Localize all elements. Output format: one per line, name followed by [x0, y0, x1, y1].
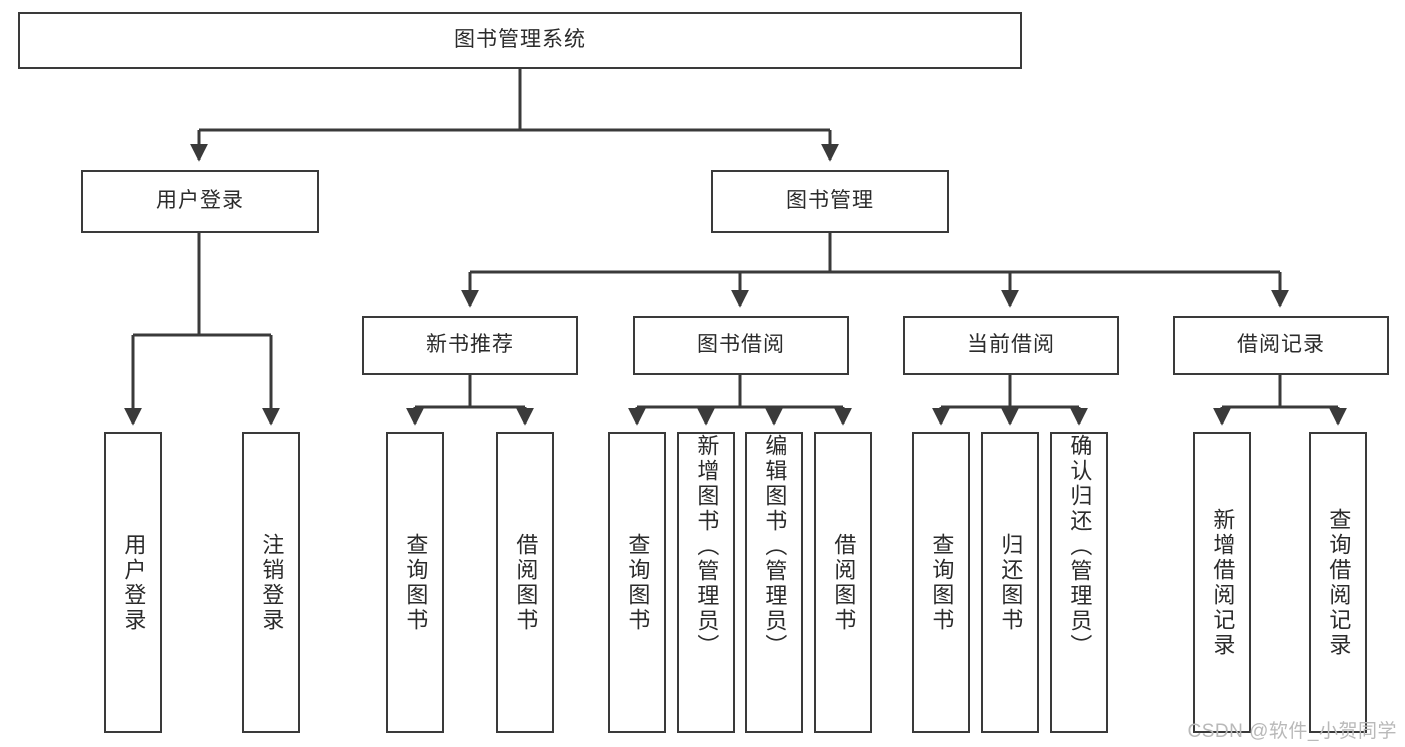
leaf-return-book-label: 归还图书: [998, 532, 1024, 633]
node-root-label: 图书管理系统: [454, 28, 586, 52]
node-new-book-recommend-label: 新书推荐: [426, 333, 514, 357]
node-current-borrow-label: 当前借阅: [967, 333, 1055, 357]
leaf-query-book-recommend[interactable]: 查询图书: [386, 432, 444, 733]
leaf-query-book-borrow[interactable]: 查询图书: [608, 432, 666, 733]
node-borrow-record[interactable]: 借阅记录: [1173, 316, 1389, 375]
node-book-borrow-label: 图书借阅: [697, 333, 785, 357]
leaf-query-book-borrow-label: 查询图书: [625, 532, 651, 633]
leaf-query-book-current[interactable]: 查询图书: [912, 432, 970, 733]
leaf-add-book-admin-label: 新增图书（管理员）: [694, 434, 720, 659]
watermark: CSDN @软件_小贺同学: [1187, 721, 1397, 742]
leaf-borrow-book-recommend-label: 借阅图书: [513, 532, 539, 633]
leaf-confirm-return-admin-label: 确认归还（管理员）: [1067, 434, 1093, 659]
leaf-edit-book-admin[interactable]: 编辑图书（管理员）: [745, 432, 803, 733]
leaf-edit-book-admin-label: 编辑图书（管理员）: [762, 434, 788, 659]
leaf-confirm-return-admin[interactable]: 确认归还（管理员）: [1050, 432, 1108, 733]
leaf-user-login[interactable]: 用户登录: [104, 432, 162, 733]
node-user-login[interactable]: 用户登录: [81, 170, 319, 233]
leaf-query-book-current-label: 查询图书: [929, 532, 955, 633]
node-book-management-label: 图书管理: [786, 189, 874, 213]
leaf-borrow-book[interactable]: 借阅图书: [814, 432, 872, 733]
leaf-user-login-label: 用户登录: [121, 532, 147, 633]
leaf-add-borrow-record-label: 新增借阅记录: [1210, 507, 1236, 658]
node-current-borrow[interactable]: 当前借阅: [903, 316, 1119, 375]
leaf-query-borrow-record-label: 查询借阅记录: [1326, 507, 1352, 658]
leaf-return-book[interactable]: 归还图书: [981, 432, 1039, 733]
node-new-book-recommend[interactable]: 新书推荐: [362, 316, 578, 375]
leaf-add-book-admin[interactable]: 新增图书（管理员）: [677, 432, 735, 733]
node-book-management[interactable]: 图书管理: [711, 170, 949, 233]
leaf-logout[interactable]: 注销登录: [242, 432, 300, 733]
node-root[interactable]: 图书管理系统: [18, 12, 1022, 69]
leaf-borrow-book-recommend[interactable]: 借阅图书: [496, 432, 554, 733]
leaf-query-book-recommend-label: 查询图书: [403, 532, 429, 633]
node-user-login-label: 用户登录: [156, 189, 244, 213]
node-borrow-record-label: 借阅记录: [1237, 333, 1325, 357]
leaf-query-borrow-record[interactable]: 查询借阅记录: [1309, 432, 1367, 733]
node-book-borrow[interactable]: 图书借阅: [633, 316, 849, 375]
leaf-logout-label: 注销登录: [259, 532, 285, 633]
leaf-add-borrow-record[interactable]: 新增借阅记录: [1193, 432, 1251, 733]
leaf-borrow-book-label: 借阅图书: [831, 532, 857, 633]
